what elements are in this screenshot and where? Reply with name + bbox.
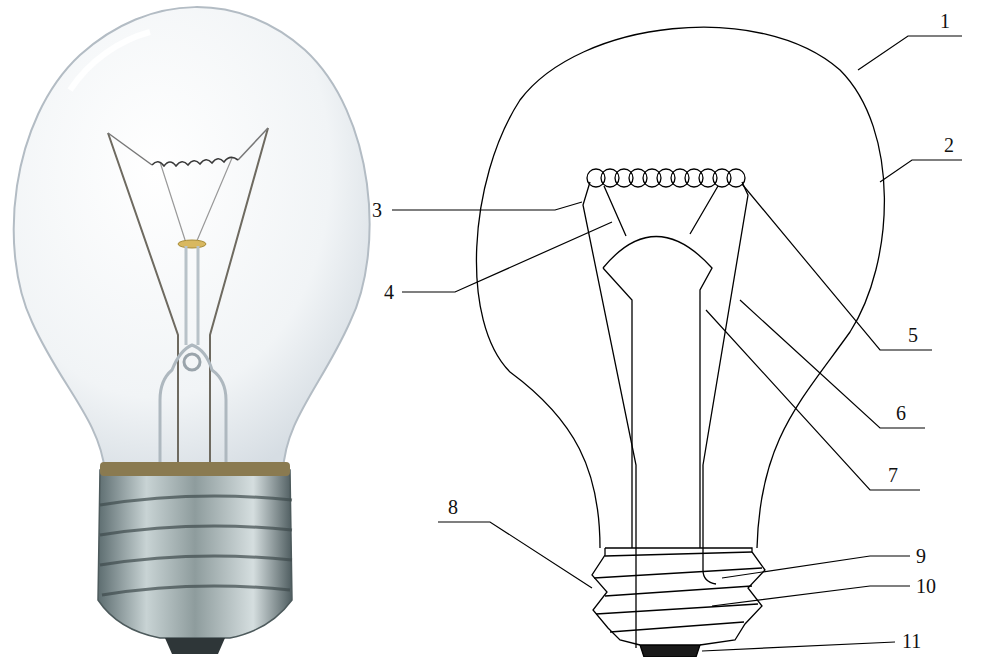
leader-line <box>742 184 932 350</box>
base-cement <box>100 462 290 476</box>
support-wire <box>604 186 718 236</box>
filament <box>152 157 238 166</box>
leader-line <box>722 556 910 578</box>
lead-wire <box>238 128 268 160</box>
leader-line <box>712 586 910 606</box>
screw-base <box>98 470 292 638</box>
callout-number: 3 <box>372 199 382 221</box>
base-contact <box>165 638 225 654</box>
leader-line <box>880 160 962 182</box>
lead-wire <box>210 128 268 470</box>
glass-stem <box>603 237 712 549</box>
bulb-photo <box>14 7 370 654</box>
callout-number: 9 <box>916 545 926 567</box>
leader-line <box>392 202 582 210</box>
support-wire <box>160 158 232 243</box>
leader-line <box>438 522 592 588</box>
callout-number: 10 <box>916 575 936 597</box>
glass-bulb <box>14 7 370 472</box>
callout-number: 8 <box>448 496 458 518</box>
leader-line <box>402 222 612 292</box>
lead-wire <box>703 182 748 584</box>
callout-number: 4 <box>384 281 394 303</box>
callout-number: 11 <box>902 630 921 652</box>
screw-base <box>592 548 765 645</box>
glass-outline <box>476 27 884 548</box>
glass-stem <box>186 246 198 345</box>
glass-highlight <box>70 32 150 90</box>
screw-threads <box>594 552 762 632</box>
lead-wire <box>583 182 636 648</box>
callout-number: 5 <box>908 324 918 346</box>
callout-number: 2 <box>944 134 954 156</box>
leader-line <box>858 36 962 70</box>
leader-line <box>702 642 895 651</box>
glass-stem <box>160 345 226 470</box>
stem-button <box>178 240 206 248</box>
callout-number: 7 <box>888 464 898 486</box>
callout-number: 6 <box>896 402 906 424</box>
leader-line <box>706 310 920 490</box>
leader-lines <box>392 36 962 651</box>
base-contact <box>640 645 700 657</box>
filament-coil <box>587 169 745 187</box>
callout-number: 1 <box>940 10 950 32</box>
lead-wire <box>108 133 152 165</box>
leader-line <box>740 300 925 428</box>
glass-stem <box>184 354 200 370</box>
screw-threads <box>100 496 292 595</box>
